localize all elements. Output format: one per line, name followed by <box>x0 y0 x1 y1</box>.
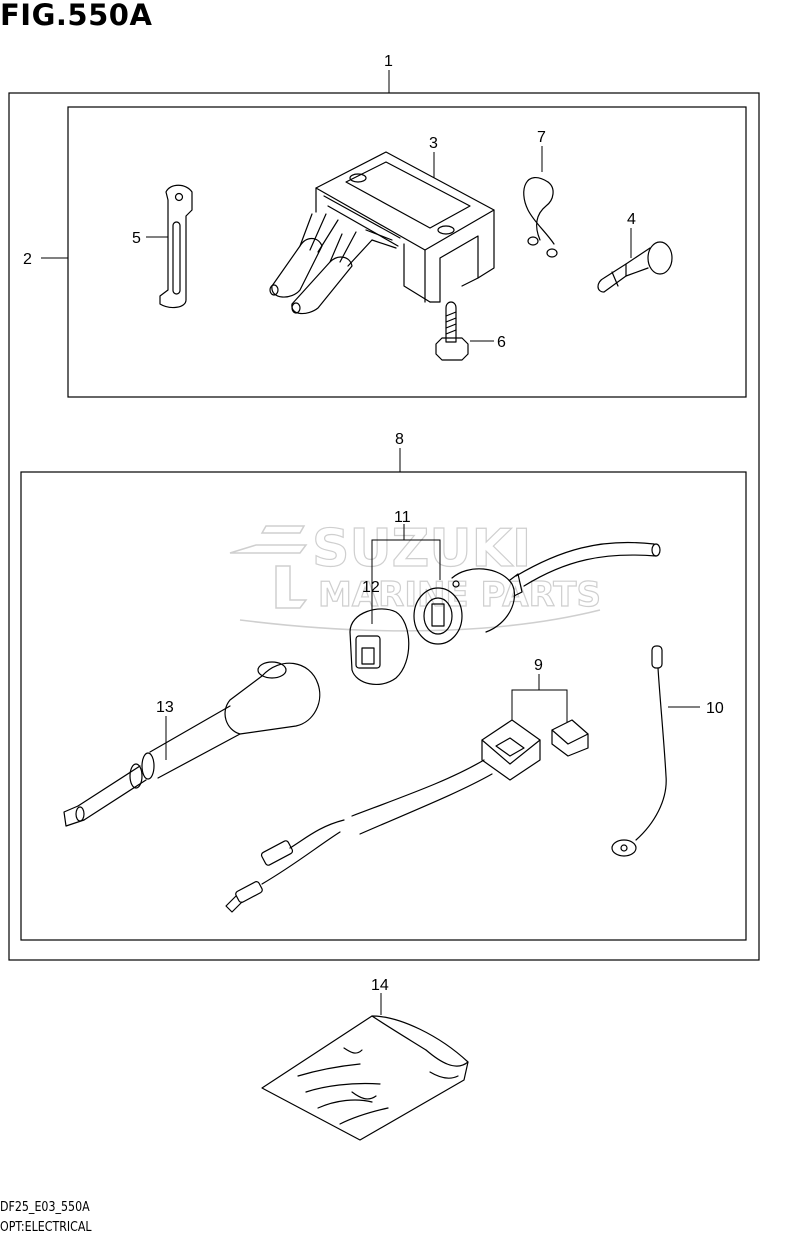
frames <box>8 92 760 961</box>
watermark-brand: SUZUKI <box>312 519 531 579</box>
outer-assembly-frame <box>8 92 760 961</box>
callout-2: 2 <box>23 251 32 268</box>
lower-kit-frame <box>20 471 747 941</box>
callout-14: 14 <box>371 977 389 994</box>
leader-lines <box>41 70 700 1015</box>
socket-connector-icon <box>413 541 661 645</box>
watermark: SUZUKI MARINE PARTS <box>229 518 602 632</box>
callout-13: 13 <box>156 699 174 716</box>
wire-clip-icon <box>523 176 558 258</box>
callout-3: 3 <box>429 135 438 152</box>
figure-title: FIG.550A <box>0 0 153 32</box>
callout-11: 11 <box>394 509 411 526</box>
callout-8: 8 <box>395 431 404 448</box>
harness-with-fuse-icon <box>225 719 589 913</box>
callout-1: 1 <box>384 53 393 70</box>
watermark-subtitle: MARINE PARTS <box>318 575 601 615</box>
callout-9: 9 <box>534 657 543 674</box>
callout-6: 6 <box>497 334 506 351</box>
upper-kit-frame <box>67 106 747 398</box>
grommet-pin-icon <box>597 241 673 293</box>
clamp-strap-icon <box>159 184 193 309</box>
callout-7: 7 <box>537 129 546 146</box>
callout-labels: 1 2 3 4 5 6 7 8 9 10 11 12 13 14 <box>23 53 724 994</box>
callout-4: 4 <box>627 211 636 228</box>
parts-bag-icon <box>261 1015 469 1141</box>
lead-wire-icon <box>611 645 667 857</box>
rectifier-regulator-icon <box>269 151 495 315</box>
callout-10: 10 <box>706 700 724 717</box>
figure-code: DF25_E03_550A <box>0 1200 90 1215</box>
callout-5: 5 <box>132 230 141 247</box>
cable-connector-icon <box>63 661 321 827</box>
callout-12: 12 <box>362 579 380 596</box>
bolt-icon <box>435 301 469 361</box>
figure-caption: OPT:ELECTRICAL <box>0 1220 92 1235</box>
socket-cap-icon <box>349 608 410 686</box>
watermark-logo-icon <box>229 525 601 632</box>
